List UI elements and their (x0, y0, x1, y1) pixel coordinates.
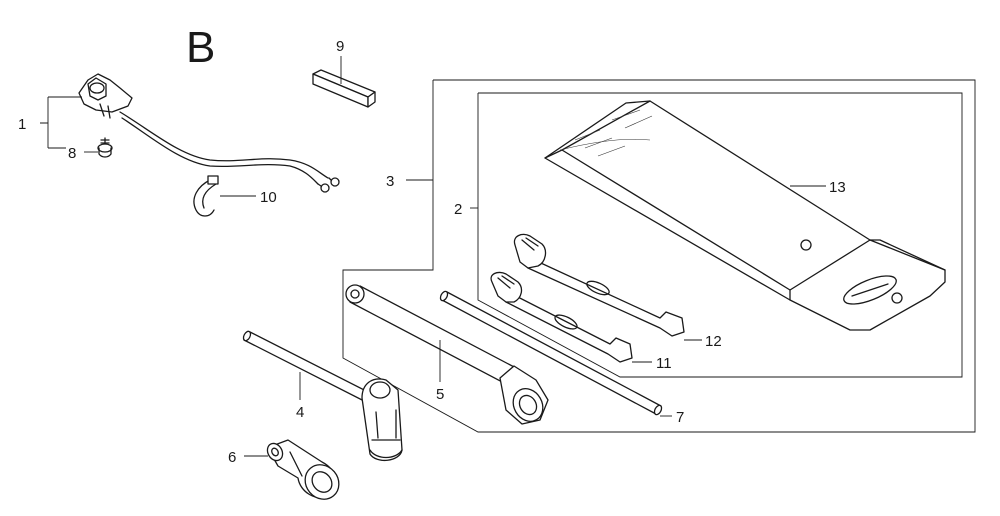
part-1-cable-assembly (78, 73, 340, 193)
group-box-2 (477, 92, 963, 378)
part-13-tool-bag (544, 100, 946, 331)
callout-11: 11 (656, 355, 672, 372)
group-box-3 (342, 79, 976, 433)
part-11-wrench (490, 271, 633, 363)
part-4-plug-wrench (242, 330, 403, 461)
callout-1: 1 (18, 116, 26, 133)
callout-4: 4 (296, 404, 304, 421)
section-letter: B (186, 23, 215, 72)
callout-2: 2 (454, 201, 462, 218)
leader-lines (40, 56, 826, 457)
callout-7: 7 (676, 409, 684, 426)
part-12-wrench (513, 233, 685, 337)
callout-10: 10 (260, 189, 277, 206)
part-9-key (312, 69, 376, 108)
callout-3: 3 (386, 173, 394, 190)
part-6-socket (266, 439, 340, 500)
callout-5: 5 (436, 386, 444, 403)
part-8-bolt (97, 137, 113, 158)
part-10-clip (193, 175, 219, 217)
callout-9: 9 (336, 38, 344, 55)
part-7-rod (439, 290, 663, 416)
part-5-box-wrench (345, 284, 549, 425)
callout-12: 12 (705, 333, 722, 350)
callout-13: 13 (829, 179, 846, 196)
callout-8: 8 (68, 145, 76, 162)
callout-6: 6 (228, 449, 236, 466)
